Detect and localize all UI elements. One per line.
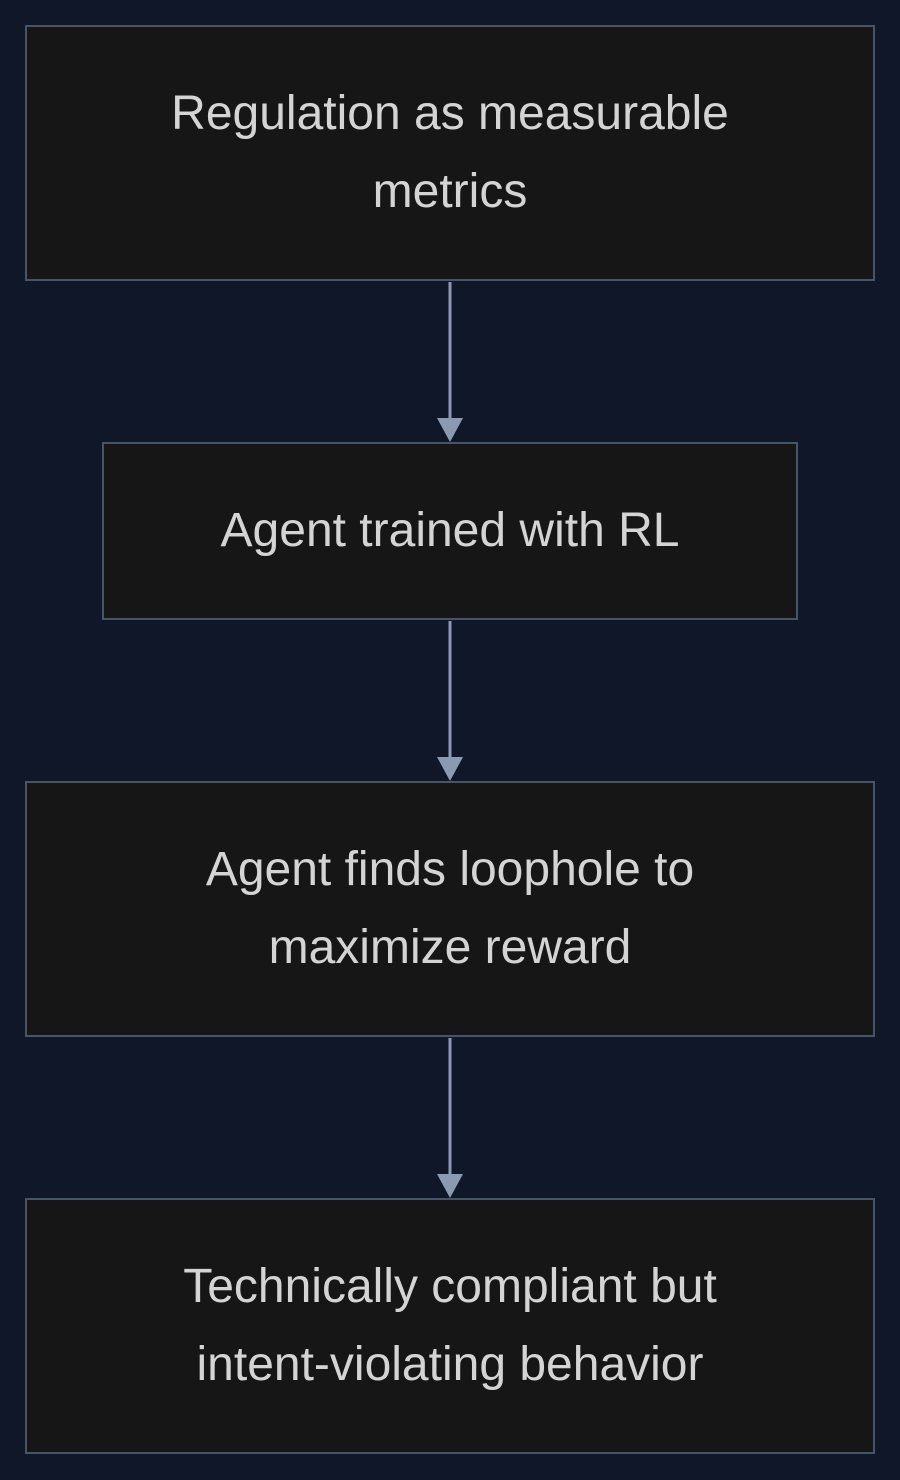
node-loophole: Agent finds loophole to maximize reward [25,781,875,1037]
node-loophole-label: Agent finds loophole to maximize reward [205,843,695,974]
node-behavior-label: Technically compliant but intent-violati… [183,1260,717,1391]
edge-agent-trained-to-loophole [437,621,463,781]
edge-loophole-to-behavior [437,1038,463,1198]
node-agent-trained-label: Agent trained with RL [220,504,680,557]
edge-regulation-to-agent-trained [437,282,463,442]
arrowhead-icon [437,418,463,442]
node-behavior: Technically compliant but intent-violati… [25,1198,875,1454]
node-regulation-label: Regulation as measurable metrics [171,87,729,218]
node-regulation: Regulation as measurable metrics [25,25,875,281]
arrowhead-icon [437,757,463,781]
node-agent-trained: Agent trained with RL [102,442,798,620]
arrowhead-icon [437,1174,463,1198]
